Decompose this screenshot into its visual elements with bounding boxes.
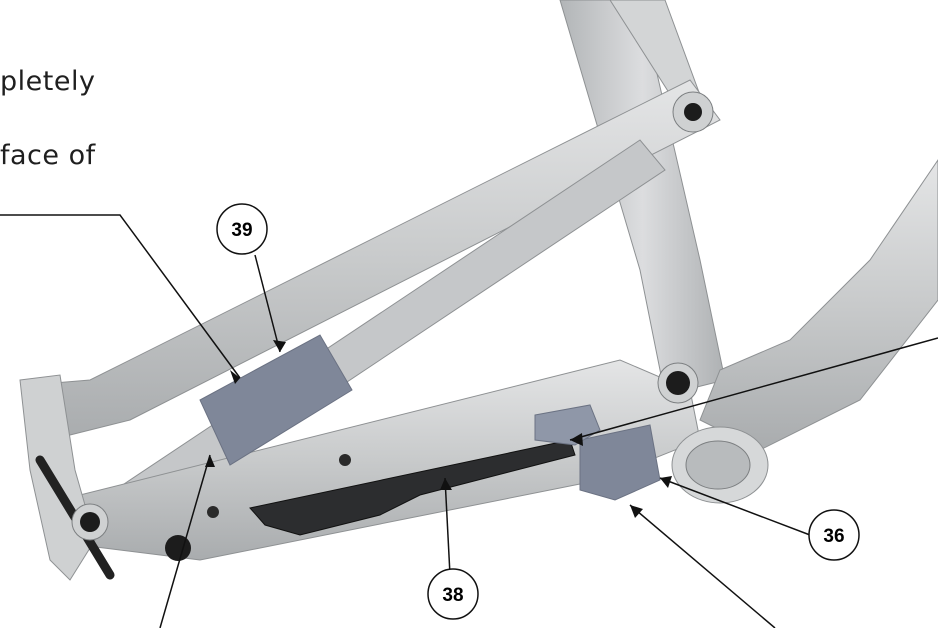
leader-39-b (254, 254, 281, 353)
callout-38: 38 (427, 568, 479, 620)
pivot-main-bolt (666, 371, 690, 395)
leader-37 (569, 337, 938, 441)
pivot-lower (165, 535, 191, 561)
leader-36 (659, 477, 811, 536)
leader-39-c (159, 454, 211, 628)
pivot-rear-bolt (80, 512, 100, 532)
callout-36-label: 36 (823, 526, 844, 547)
callout-38-label: 38 (442, 585, 463, 606)
instruction-text-line-1: pletely (0, 66, 96, 97)
leader-38 (444, 477, 451, 576)
leader-36b (629, 504, 776, 628)
pivot-upper-bolt (684, 103, 702, 121)
small-bolt (339, 454, 351, 466)
callout-36: 36 (808, 509, 860, 561)
protector-patch-39 (199, 334, 353, 466)
leader-lines (0, 214, 938, 628)
callout-39: 39 (216, 203, 268, 255)
protector-patch-37 (534, 404, 601, 446)
protector-patch-36 (579, 424, 661, 501)
leader-arrowheads (205, 340, 672, 518)
instruction-text-line-2: face of (0, 140, 96, 171)
down-tube (699, 159, 938, 451)
small-bolt-2 (207, 506, 219, 518)
callout-39-label: 39 (231, 220, 252, 241)
leader-39-a (0, 214, 241, 379)
bottom-bracket-bore (685, 440, 751, 490)
